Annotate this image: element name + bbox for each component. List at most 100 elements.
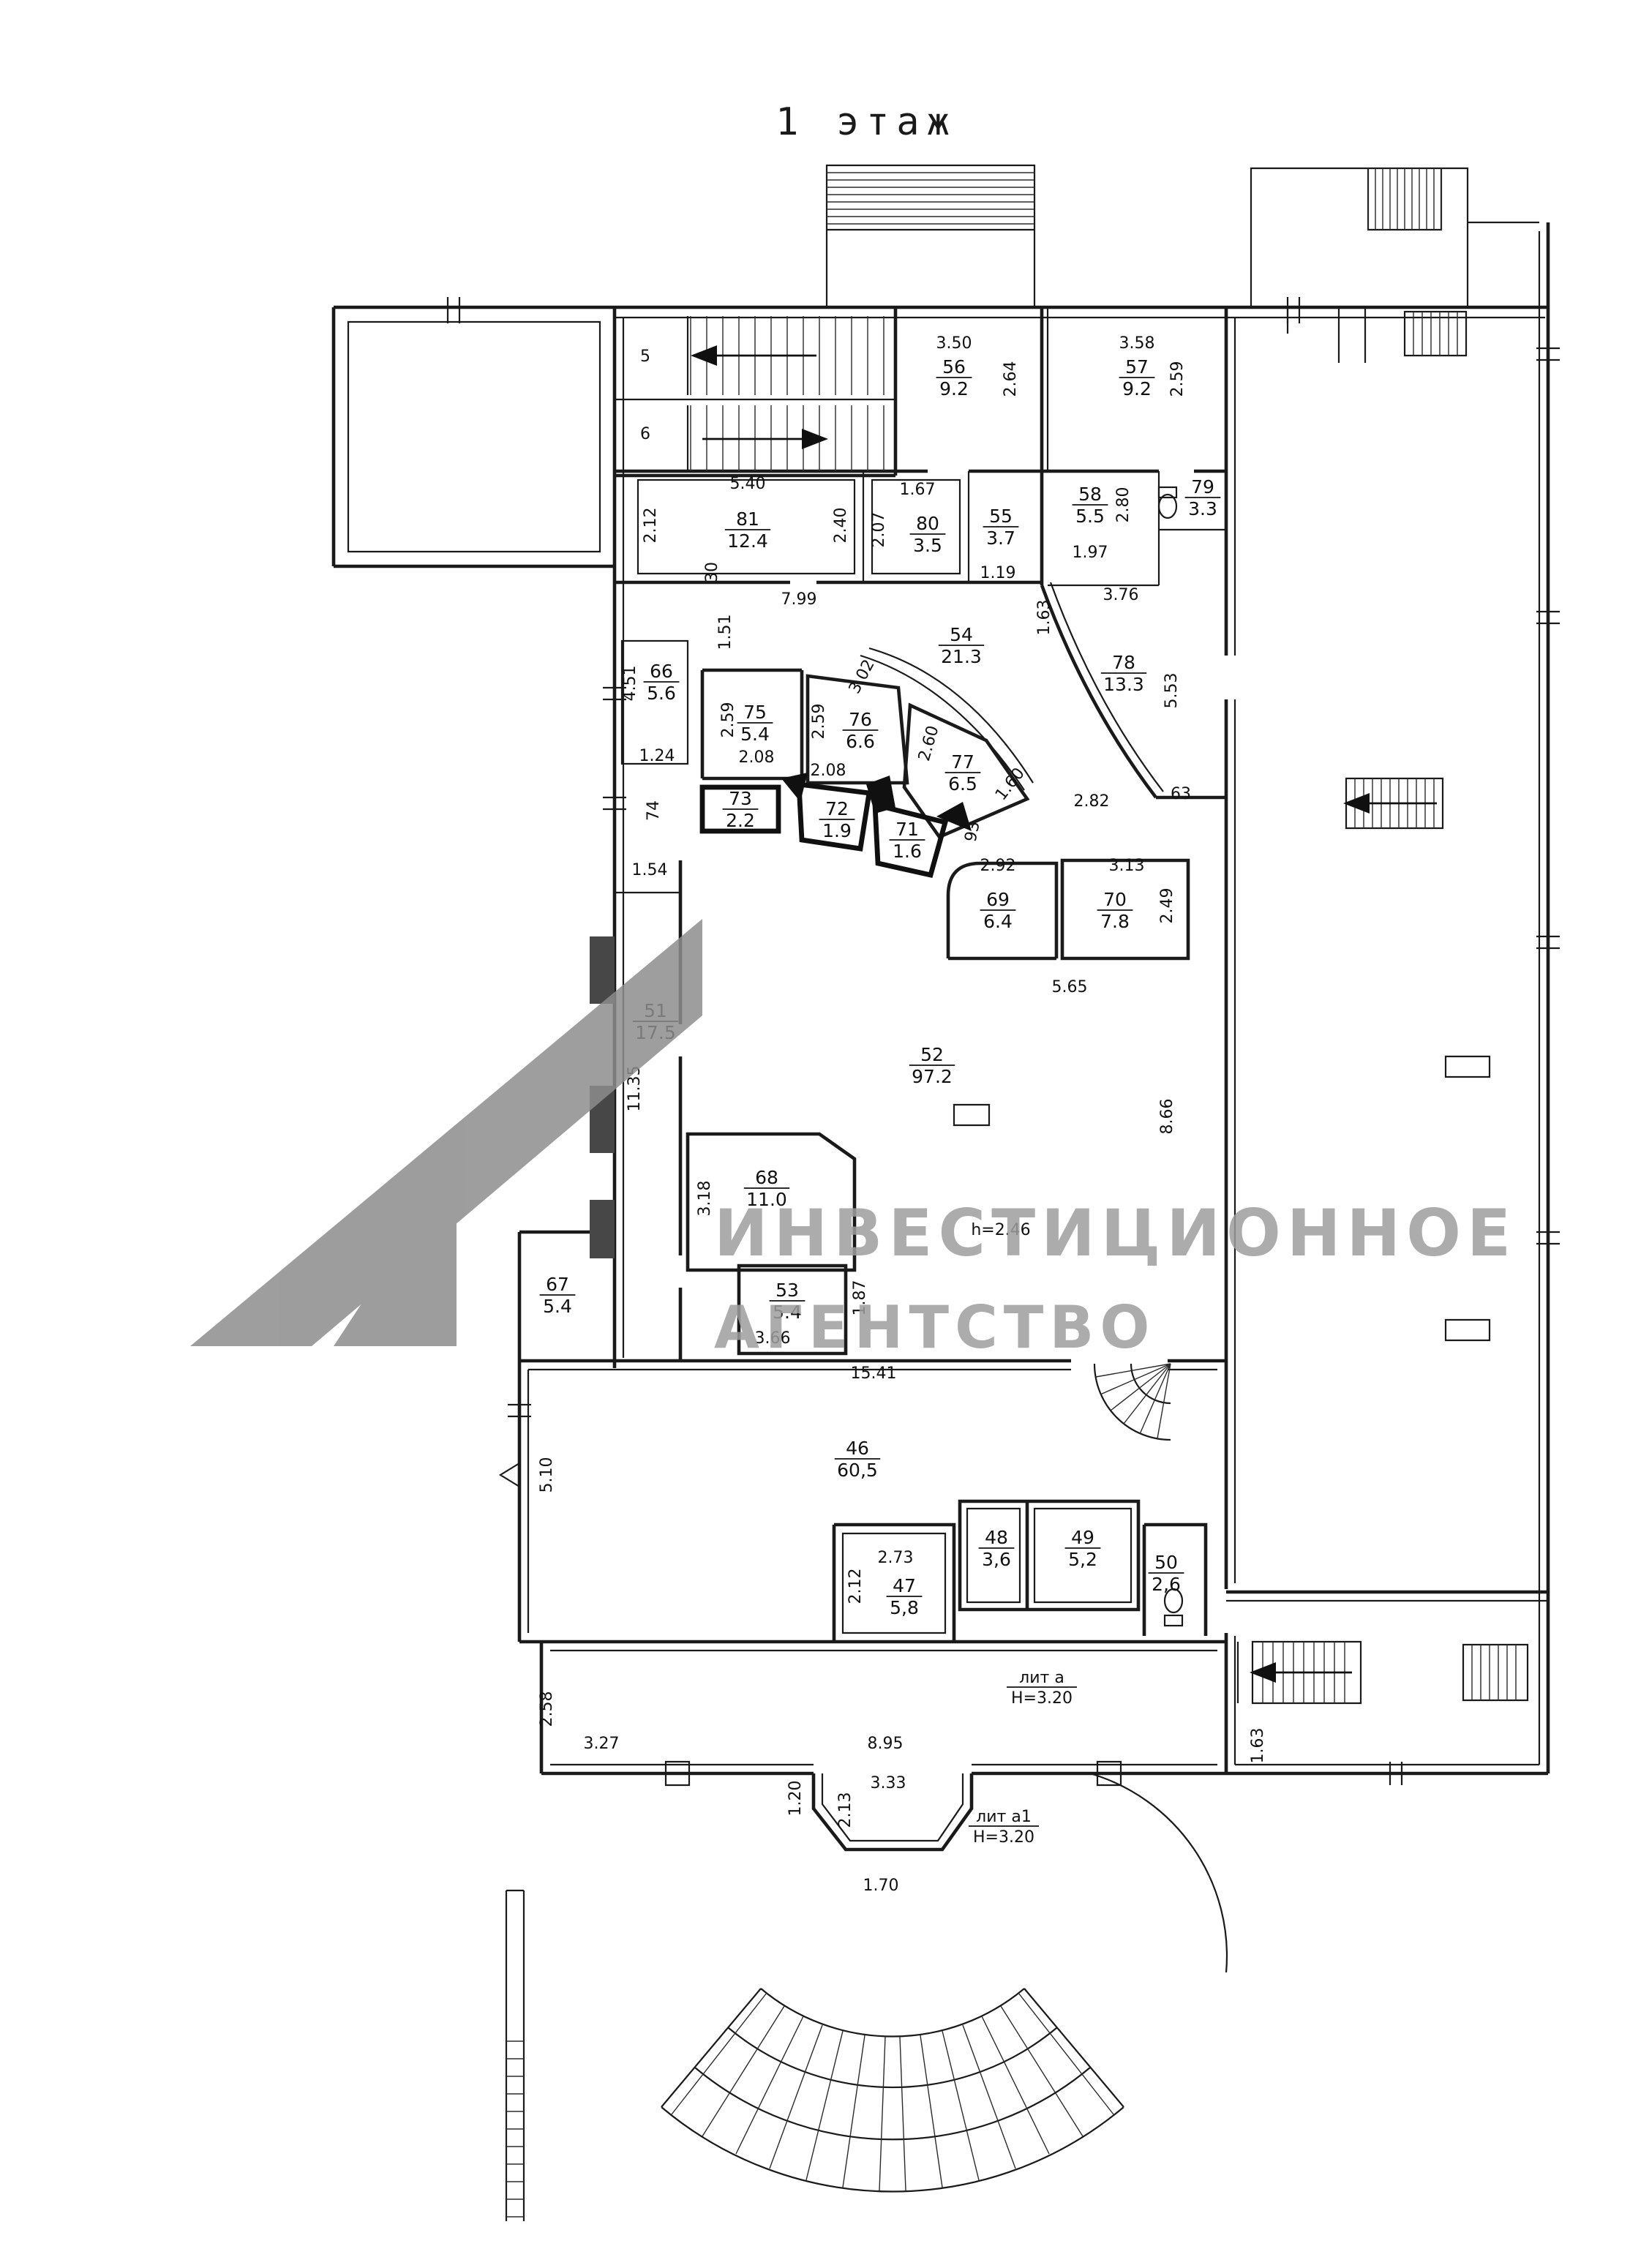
room-area: 5,2: [1068, 1549, 1097, 1570]
stairs-layer: [506, 168, 1517, 2218]
room-number: 75: [743, 702, 767, 723]
walls-secondary: [347, 164, 1548, 2221]
dimension-label: 1.87: [851, 1280, 869, 1316]
room-number: 56: [942, 356, 966, 378]
annotation-value: Н=3.20: [1011, 1689, 1073, 1708]
room-number: 54: [950, 624, 973, 645]
dimension-label: 2.13: [836, 1792, 855, 1828]
watermark-line2: АГЕНТСТВО: [714, 1293, 1155, 1362]
dimension-label: 2.59: [719, 702, 737, 738]
room-number: 53: [775, 1280, 799, 1301]
annotation-title: лит а1: [976, 1808, 1032, 1826]
room-area: 5.6: [647, 683, 676, 704]
dimension-label: 3.66: [755, 1329, 791, 1348]
dimension-label: 1.97: [1073, 544, 1108, 562]
room-number: 50: [1154, 1552, 1178, 1573]
room-number: 79: [1191, 476, 1214, 497]
pilaster: [590, 1200, 615, 1258]
wall-wedge: [781, 773, 808, 802]
room-number: 57: [1125, 356, 1149, 378]
room-number: 47: [893, 1575, 916, 1596]
room-area: 1.9: [822, 820, 852, 841]
room-area: 9.2: [1122, 378, 1152, 399]
annotation-value: Н=3.20: [973, 1828, 1034, 1847]
room-area: 7.8: [1100, 911, 1130, 932]
room-area: 60,5: [837, 1460, 878, 1481]
dimension-label: 93: [962, 819, 984, 844]
dimension-label: 3.76: [1103, 586, 1139, 604]
annotation-title: лит а: [1019, 1669, 1064, 1687]
dimension-label: 5.53: [1163, 673, 1181, 709]
room-area: 3.3: [1188, 498, 1217, 519]
dimension-label: 7.99: [781, 590, 817, 609]
dimension-label: 2.60: [915, 724, 943, 763]
stair-5-arrowhead: [691, 345, 717, 366]
room-area: 6.4: [983, 911, 1013, 932]
dimension-label: 5.40: [730, 475, 766, 493]
toilet-tank-icon: [1163, 1614, 1184, 1627]
dimension-label: 2.08: [739, 748, 775, 767]
entrance-fan-treads: [671, 1992, 1114, 2191]
room-number: 76: [849, 709, 872, 730]
dimension-label: 2.82: [1074, 792, 1110, 811]
room-number: 77: [951, 751, 974, 773]
room-number: 48: [985, 1527, 1008, 1548]
room-area: 6.5: [948, 773, 977, 795]
room-73-walls: [699, 784, 781, 834]
room-number: 52: [920, 1044, 944, 1065]
dimension-label: 63: [1171, 785, 1191, 803]
dimension-label: 30: [703, 562, 721, 582]
room-area: 9.2: [939, 378, 969, 399]
room-area: 5.4: [773, 1302, 802, 1323]
room-number: 66: [650, 661, 673, 682]
room-number: 69: [986, 889, 1010, 910]
room-area: 5.4: [740, 724, 770, 745]
dimension-label: 74: [645, 800, 663, 821]
room-area: 1.6: [893, 841, 922, 862]
dimension-label: 2.08: [811, 762, 846, 780]
room-number: 80: [916, 513, 939, 534]
toilet-icon: [1163, 1588, 1184, 1614]
dimension-label: 8.66: [1158, 1099, 1176, 1135]
dimension-label: 2.80: [1114, 487, 1133, 523]
room-71-walls: [872, 801, 949, 879]
dimension-label: 5.10: [538, 1457, 556, 1493]
dimension-label: 2.07: [870, 512, 888, 548]
room-area: 12.4: [727, 530, 768, 552]
dimension-label: 1.70: [863, 1877, 899, 1895]
dimension-label: 3.18: [696, 1181, 714, 1217]
dimension-label: 5.65: [1052, 978, 1088, 996]
dimension-label: 1.51: [716, 615, 735, 650]
page-title: 1 этаж: [775, 100, 957, 144]
room-77-walls: [902, 702, 1030, 839]
toilet-tank-icon: [1157, 486, 1178, 499]
room-area: 97.2: [912, 1066, 953, 1087]
dimension-label: 2.40: [832, 508, 850, 544]
room-number: 70: [1103, 889, 1127, 910]
room-number: 81: [736, 508, 759, 530]
dimension-label: 2.59: [1168, 361, 1187, 397]
room-76-walls: [805, 674, 909, 785]
stair-6-arrowhead: [802, 429, 828, 449]
dimension-label: 2.12: [642, 508, 660, 544]
room-area: 11.0: [746, 1189, 787, 1210]
dimension-label: 2.58: [538, 1691, 556, 1727]
room-number: 49: [1071, 1527, 1094, 1548]
room-number: 67: [546, 1274, 569, 1295]
room-number: 46: [846, 1438, 869, 1459]
room-area: 6.6: [846, 731, 875, 752]
watermark-logo-stroke: [190, 919, 702, 1346]
room-area: 5.4: [543, 1296, 572, 1317]
hatch-square-topright: [1413, 312, 1458, 356]
dimension-label: 3.33: [871, 1774, 906, 1792]
room-number: 71: [895, 819, 919, 840]
labels-layer: 569.2579.28112.4803.5553.7585.5793.35421…: [538, 334, 1267, 1895]
room-number: 58: [1078, 484, 1102, 505]
dimension-label: 2.59: [810, 704, 828, 740]
dimension-label: 3.58: [1119, 334, 1155, 353]
walls-layer: [331, 164, 1560, 2221]
room-number: 72: [825, 798, 849, 819]
fence-rungs: [506, 2040, 524, 2218]
dimension-label: 1.20: [786, 1781, 805, 1817]
watermark-line1: ИНВЕСТИЦИОННОЕ: [714, 1195, 1517, 1271]
